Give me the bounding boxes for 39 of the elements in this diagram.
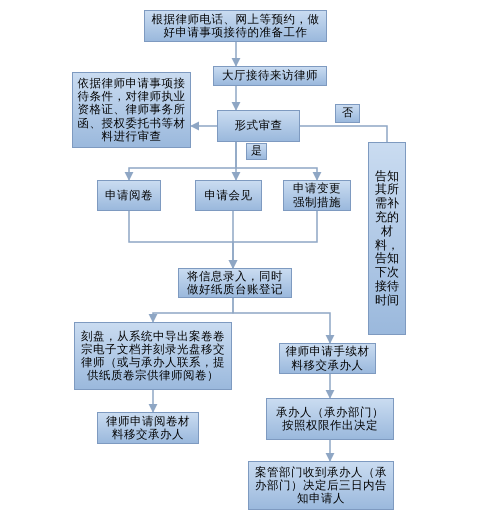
box-text: 否	[342, 107, 353, 120]
process-box	[217, 110, 300, 142]
connector-arrow	[326, 440, 334, 462]
box-text: 大厅接待来访律师	[222, 69, 318, 83]
process-box	[213, 66, 327, 86]
process-box	[283, 180, 351, 211]
box-text: 将信息录入，同时做好纸质台账登记	[186, 270, 284, 296]
box-text: 律师申请手续材料移交承办人	[284, 345, 370, 372]
process-box	[279, 343, 376, 374]
process-box	[266, 398, 394, 440]
box-text: 申请阅卷	[105, 188, 153, 202]
process-box	[195, 180, 262, 211]
connector-arrow	[232, 298, 334, 344]
connector-arrow	[228, 211, 318, 269]
box-text: 申请会见	[204, 188, 252, 202]
process-box	[97, 412, 199, 444]
connector-arrow	[232, 86, 240, 111]
connector-arrow	[148, 390, 158, 413]
box-text: 申请变更强制措施	[292, 182, 342, 209]
box-text: 是	[251, 145, 262, 158]
process-box	[144, 10, 327, 42]
box-text: 律师申请阅卷材料移交承办人	[105, 414, 191, 442]
process-box	[178, 268, 292, 298]
process-box	[97, 180, 161, 211]
box-text: 告知其所需补充的材料，告知下次接待时间	[375, 170, 399, 308]
process-box	[248, 461, 394, 510]
connector-arrow	[235, 142, 322, 181]
process-box	[368, 142, 406, 335]
connector-arrow	[190, 122, 217, 130]
box-text: 刻盘，从系统中导出案卷卷宗电子文档并刻录光盘移交律师（或与承办人联系，提供纸质卷宗供律师阅卷）	[80, 330, 226, 382]
box-text: 承办人（承办部门）按照权限作出决定	[275, 406, 385, 432]
box-text: 根据律师电话、网上等预约，做好申请事项接待的准备工作	[150, 12, 320, 40]
box-text: 形式审查	[234, 119, 282, 133]
box-text: 依据律师申请事项接待条件，对律师执业资格证、律师事务所函、授权委托书等材料进行审查	[77, 76, 186, 144]
box-text: 案管部门收到承办人（承办部门）决定后三日内告知申请人	[254, 466, 388, 506]
branch-label-box	[335, 104, 360, 123]
branch-label-box	[246, 143, 267, 160]
process-box	[74, 322, 232, 390]
connector-arrow	[232, 42, 240, 67]
